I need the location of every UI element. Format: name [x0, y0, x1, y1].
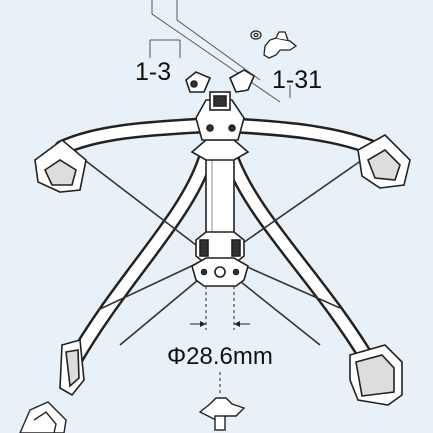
stand-feet — [34, 134, 411, 406]
support-braces — [81, 157, 363, 346]
part-label-1-3: 1-3 — [135, 58, 171, 86]
stand-legs — [54, 117, 390, 373]
center-column — [190, 139, 250, 287]
leader-lines — [149, 0, 291, 103]
dimension-lines — [190, 286, 250, 395]
bottom-left-part — [19, 401, 67, 433]
part-label-1-31: 1-31 — [272, 66, 322, 94]
top-clamp — [185, 69, 256, 141]
diameter-label: Φ28.6mm — [167, 343, 273, 370]
wing-screw-part — [250, 30, 298, 59]
bottom-wing-knob — [198, 397, 246, 431]
